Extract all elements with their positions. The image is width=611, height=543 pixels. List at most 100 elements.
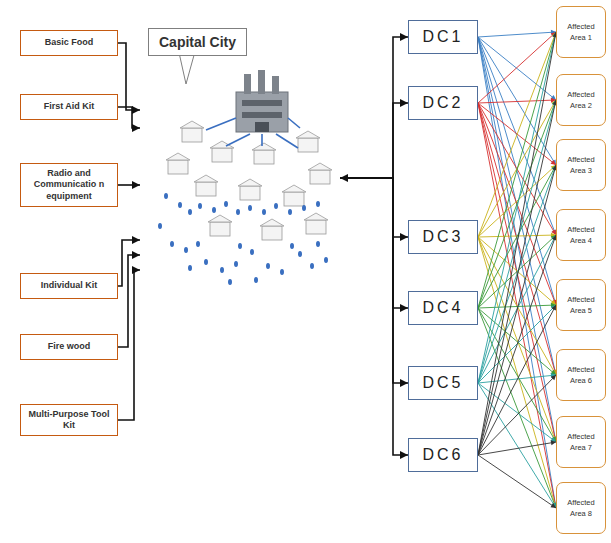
tents [166,121,332,240]
supply-box: Multi-Purpose Tool Kit [20,404,118,437]
connector-arrow [478,375,556,455]
connector-line [478,305,556,455]
connector-line [478,32,556,455]
connector-line [118,107,140,128]
connector-arrow [478,32,556,103]
box-label: Individual Kit [41,280,98,291]
connector-arrow [478,37,558,508]
connector-line [478,32,556,37]
box-label: Affected Area 5 [559,294,603,317]
distribution-center-box: DC6 [408,438,478,472]
connector-arrow [340,178,408,312]
affected-area-box: Affected Area 3 [556,139,606,191]
connector-line [478,32,556,308]
connector-line [478,32,556,103]
arrow-head [400,379,408,387]
arrow-head [400,233,408,241]
connector-line [478,375,556,455]
connector-arrow [478,32,558,455]
box-label: DC1 [422,28,463,46]
connector-arrow [478,37,556,165]
connector-arrow [118,236,140,286]
factory-building [236,70,288,132]
connector-line [118,240,140,286]
box-label: Affected Area 8 [559,497,603,520]
supply-box: Individual Kit [20,273,118,299]
connector-arrow [478,165,556,237]
box-label: DC4 [422,299,463,317]
box-label: DC6 [422,446,463,464]
box-label: Affected Area 4 [559,224,603,247]
connector-line [340,178,408,383]
connector-line [340,37,408,178]
supply-box: First Aid Kit [20,94,118,120]
connector-line [478,37,556,100]
connector-line [340,178,408,308]
connector-arrow [478,235,557,455]
box-label: Affected Area 7 [559,431,603,454]
callout-label: Capital City [148,28,247,56]
connector-arrow [478,373,556,383]
connector-line [478,375,556,383]
connector-line [478,103,556,508]
connector-arrow [478,30,556,37]
connector-arrow [478,100,557,455]
connector-arrow [478,303,556,308]
connector-arrow [478,165,556,308]
box-label: Fire wood [48,341,91,352]
box-label: Multi-Purpose Tool Kit [26,409,112,432]
connector-arrow [478,165,557,455]
connector-line [478,455,556,508]
connector-arrow [340,99,408,178]
connector-line [478,442,556,455]
box-label: Radio and Communicatio n equipment [26,168,112,202]
arrow-head [132,106,140,114]
distribution-center-box: DC3 [408,220,478,254]
distribution-center-box: DC4 [408,291,478,325]
arrow-head [132,124,140,132]
connector-arrow [118,107,140,132]
connector-line [478,305,556,308]
arrow-head [132,236,140,244]
connector-arrow [118,251,140,347]
people-dots [158,193,328,285]
supply-box: Radio and Communicatio n equipment [20,163,118,207]
affected-area-box: Affected Area 1 [556,6,606,58]
connector-line [478,100,556,455]
connector-line [478,308,556,508]
box-label: Affected Area 1 [559,21,603,44]
connector-line [478,100,556,103]
affected-area-box: Affected Area 2 [556,74,606,126]
affected-area-box: Affected Area 7 [556,416,606,468]
connector-arrow [478,305,556,455]
box-label: Affected Area 3 [559,154,603,177]
connector-arrow [340,178,408,387]
affected-area-box: Affected Area 8 [556,482,606,534]
connector-arrow [478,32,557,383]
box-label: DC5 [422,374,463,392]
distribution-center-box: DC1 [408,20,478,54]
connector-line [340,103,408,178]
connector-arrow [340,178,408,459]
connector-arrow [340,178,408,241]
arrow-head [400,99,408,107]
connector-arrow [118,43,140,114]
connector-arrow [118,266,140,420]
connector-line [340,178,408,455]
connector-arrow [478,308,557,508]
box-label: Affected Area 6 [559,364,603,387]
connector-arrow [478,103,558,508]
connector-line [118,43,140,110]
connector-arrow [340,33,408,182]
connector-line [478,235,556,455]
arrow-head [400,451,408,459]
box-label: First Aid Kit [44,101,95,112]
box-label: Basic Food [45,37,94,48]
connector-arrow [478,37,556,100]
connector-line [478,165,556,308]
arrow-head [132,266,140,274]
supply-box: Fire wood [20,334,118,360]
